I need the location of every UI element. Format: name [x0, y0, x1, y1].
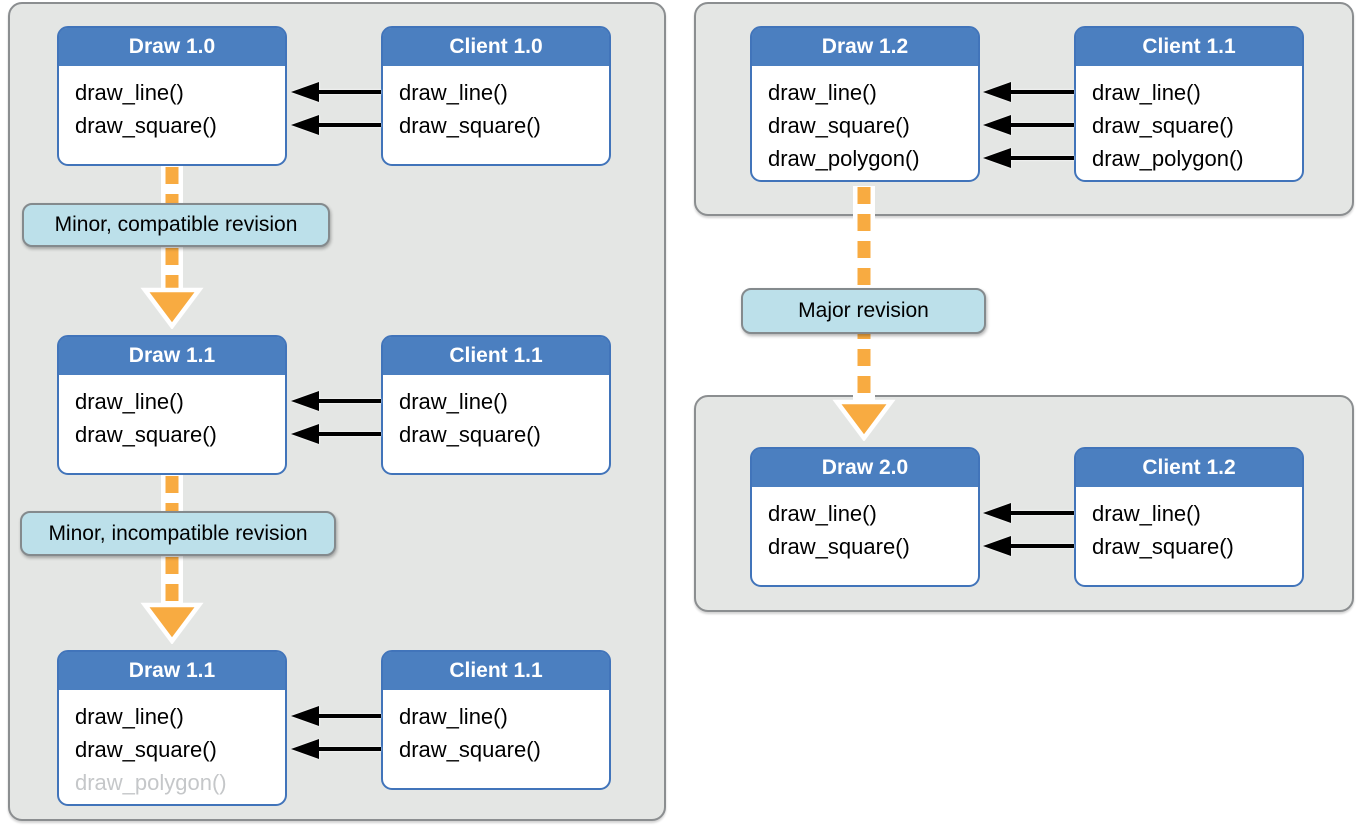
function-item: draw_square() [75, 113, 217, 138]
version-box-draw-1-2: Draw 1.2 draw_line() draw_square() draw_… [750, 26, 980, 182]
version-box-title: Client 1.0 [383, 28, 609, 66]
revision-label-minor-compatible: Minor, compatible revision [22, 203, 330, 247]
function-item: draw_square() [1092, 534, 1234, 559]
function-item-removed: draw_polygon() [75, 770, 227, 795]
call-arrow [983, 82, 1074, 102]
function-list: draw_line() draw_square() [59, 66, 285, 142]
function-list: draw_line() draw_square() [383, 66, 609, 142]
arrowhead-left-icon [291, 82, 319, 102]
arrow-shaft [315, 432, 381, 436]
function-item: draw_square() [399, 737, 541, 762]
function-item: draw_line() [1092, 80, 1201, 105]
version-box-title: Draw 1.1 [59, 652, 285, 690]
arrow-shaft [1007, 156, 1074, 160]
arrowhead-left-icon [983, 82, 1011, 102]
call-arrow [983, 115, 1074, 135]
call-arrow [983, 503, 1074, 523]
function-list: draw_line() draw_square() [1076, 487, 1302, 563]
arrow-shaft [1007, 90, 1074, 94]
version-box-draw-1-1-incompatible: Draw 1.1 draw_line() draw_square() draw_… [57, 650, 287, 806]
arrow-shaft [1007, 544, 1074, 548]
function-list: draw_line() draw_square() draw_polygon() [59, 690, 285, 799]
call-arrow [291, 424, 381, 444]
arrow-shaft [1007, 511, 1074, 515]
function-list: draw_line() draw_square() draw_polygon() [1076, 66, 1302, 175]
revision-arrow-down-icon [140, 166, 204, 329]
arrow-shaft [315, 747, 381, 751]
arrowhead-left-icon [291, 424, 319, 444]
arrowhead-left-icon [983, 115, 1011, 135]
call-arrow [291, 115, 381, 135]
version-box-draw-1-0: Draw 1.0 draw_line() draw_square() [57, 26, 287, 166]
version-box-client-1-1: Client 1.1 draw_line() draw_square() [381, 650, 611, 790]
version-box-title: Client 1.2 [1076, 449, 1302, 487]
function-item: draw_line() [75, 80, 184, 105]
function-list: draw_line() draw_square() [752, 487, 978, 563]
function-item: draw_square() [399, 422, 541, 447]
version-box-client-1-0: Client 1.0 draw_line() draw_square() [381, 26, 611, 166]
version-box-title: Client 1.1 [1076, 28, 1302, 66]
function-item: draw_line() [768, 80, 877, 105]
function-item: draw_line() [399, 80, 508, 105]
function-item: draw_line() [75, 704, 184, 729]
arrowhead-left-icon [291, 739, 319, 759]
arrow-shaft [315, 399, 381, 403]
arrowhead-left-icon [291, 115, 319, 135]
function-item: draw_line() [75, 389, 184, 414]
function-item: draw_square() [75, 422, 217, 447]
arrowhead-left-icon [983, 503, 1011, 523]
function-item: draw_line() [1092, 501, 1201, 526]
arrowhead-left-icon [291, 391, 319, 411]
function-list: draw_line() draw_square() draw_polygon() [752, 66, 978, 175]
function-list: draw_line() draw_square() [383, 690, 609, 766]
revision-label-major: Major revision [741, 288, 986, 334]
call-arrow [291, 739, 381, 759]
function-item: draw_line() [768, 501, 877, 526]
version-box-title: Client 1.1 [383, 337, 609, 375]
version-box-draw-1-1: Draw 1.1 draw_line() draw_square() [57, 335, 287, 475]
version-box-title: Draw 1.2 [752, 28, 978, 66]
function-item: draw_square() [768, 113, 910, 138]
call-arrow [983, 536, 1074, 556]
arrow-shaft [315, 123, 381, 127]
arrowhead-left-icon [983, 148, 1011, 168]
function-list: draw_line() draw_square() [383, 375, 609, 451]
function-item: draw_square() [1092, 113, 1234, 138]
function-item: draw_line() [399, 704, 508, 729]
version-box-title: Draw 2.0 [752, 449, 978, 487]
function-item: draw_square() [75, 737, 217, 762]
function-item: draw_polygon() [768, 146, 920, 171]
version-box-draw-2-0: Draw 2.0 draw_line() draw_square() [750, 447, 980, 587]
revision-label-minor-incompatible: Minor, incompatible revision [20, 511, 336, 556]
arrow-shaft [315, 714, 381, 718]
call-arrow [983, 148, 1074, 168]
function-item: draw_line() [399, 389, 508, 414]
arrowhead-left-icon [983, 536, 1011, 556]
version-box-title: Draw 1.0 [59, 28, 285, 66]
version-box-title: Client 1.1 [383, 652, 609, 690]
version-box-title: Draw 1.1 [59, 337, 285, 375]
revision-arrow-down-icon [140, 475, 204, 644]
version-box-client-1-1: Client 1.1 draw_line() draw_square() dra… [1074, 26, 1304, 182]
function-list: draw_line() draw_square() [59, 375, 285, 451]
function-item: draw_square() [399, 113, 541, 138]
function-item: draw_square() [768, 534, 910, 559]
call-arrow [291, 391, 381, 411]
version-box-client-1-2: Client 1.2 draw_line() draw_square() [1074, 447, 1304, 587]
arrowhead-left-icon [291, 706, 319, 726]
version-box-client-1-1: Client 1.1 draw_line() draw_square() [381, 335, 611, 475]
arrow-shaft [1007, 123, 1074, 127]
arrow-shaft [315, 90, 381, 94]
call-arrow [291, 706, 381, 726]
call-arrow [291, 82, 381, 102]
function-item: draw_polygon() [1092, 146, 1244, 171]
